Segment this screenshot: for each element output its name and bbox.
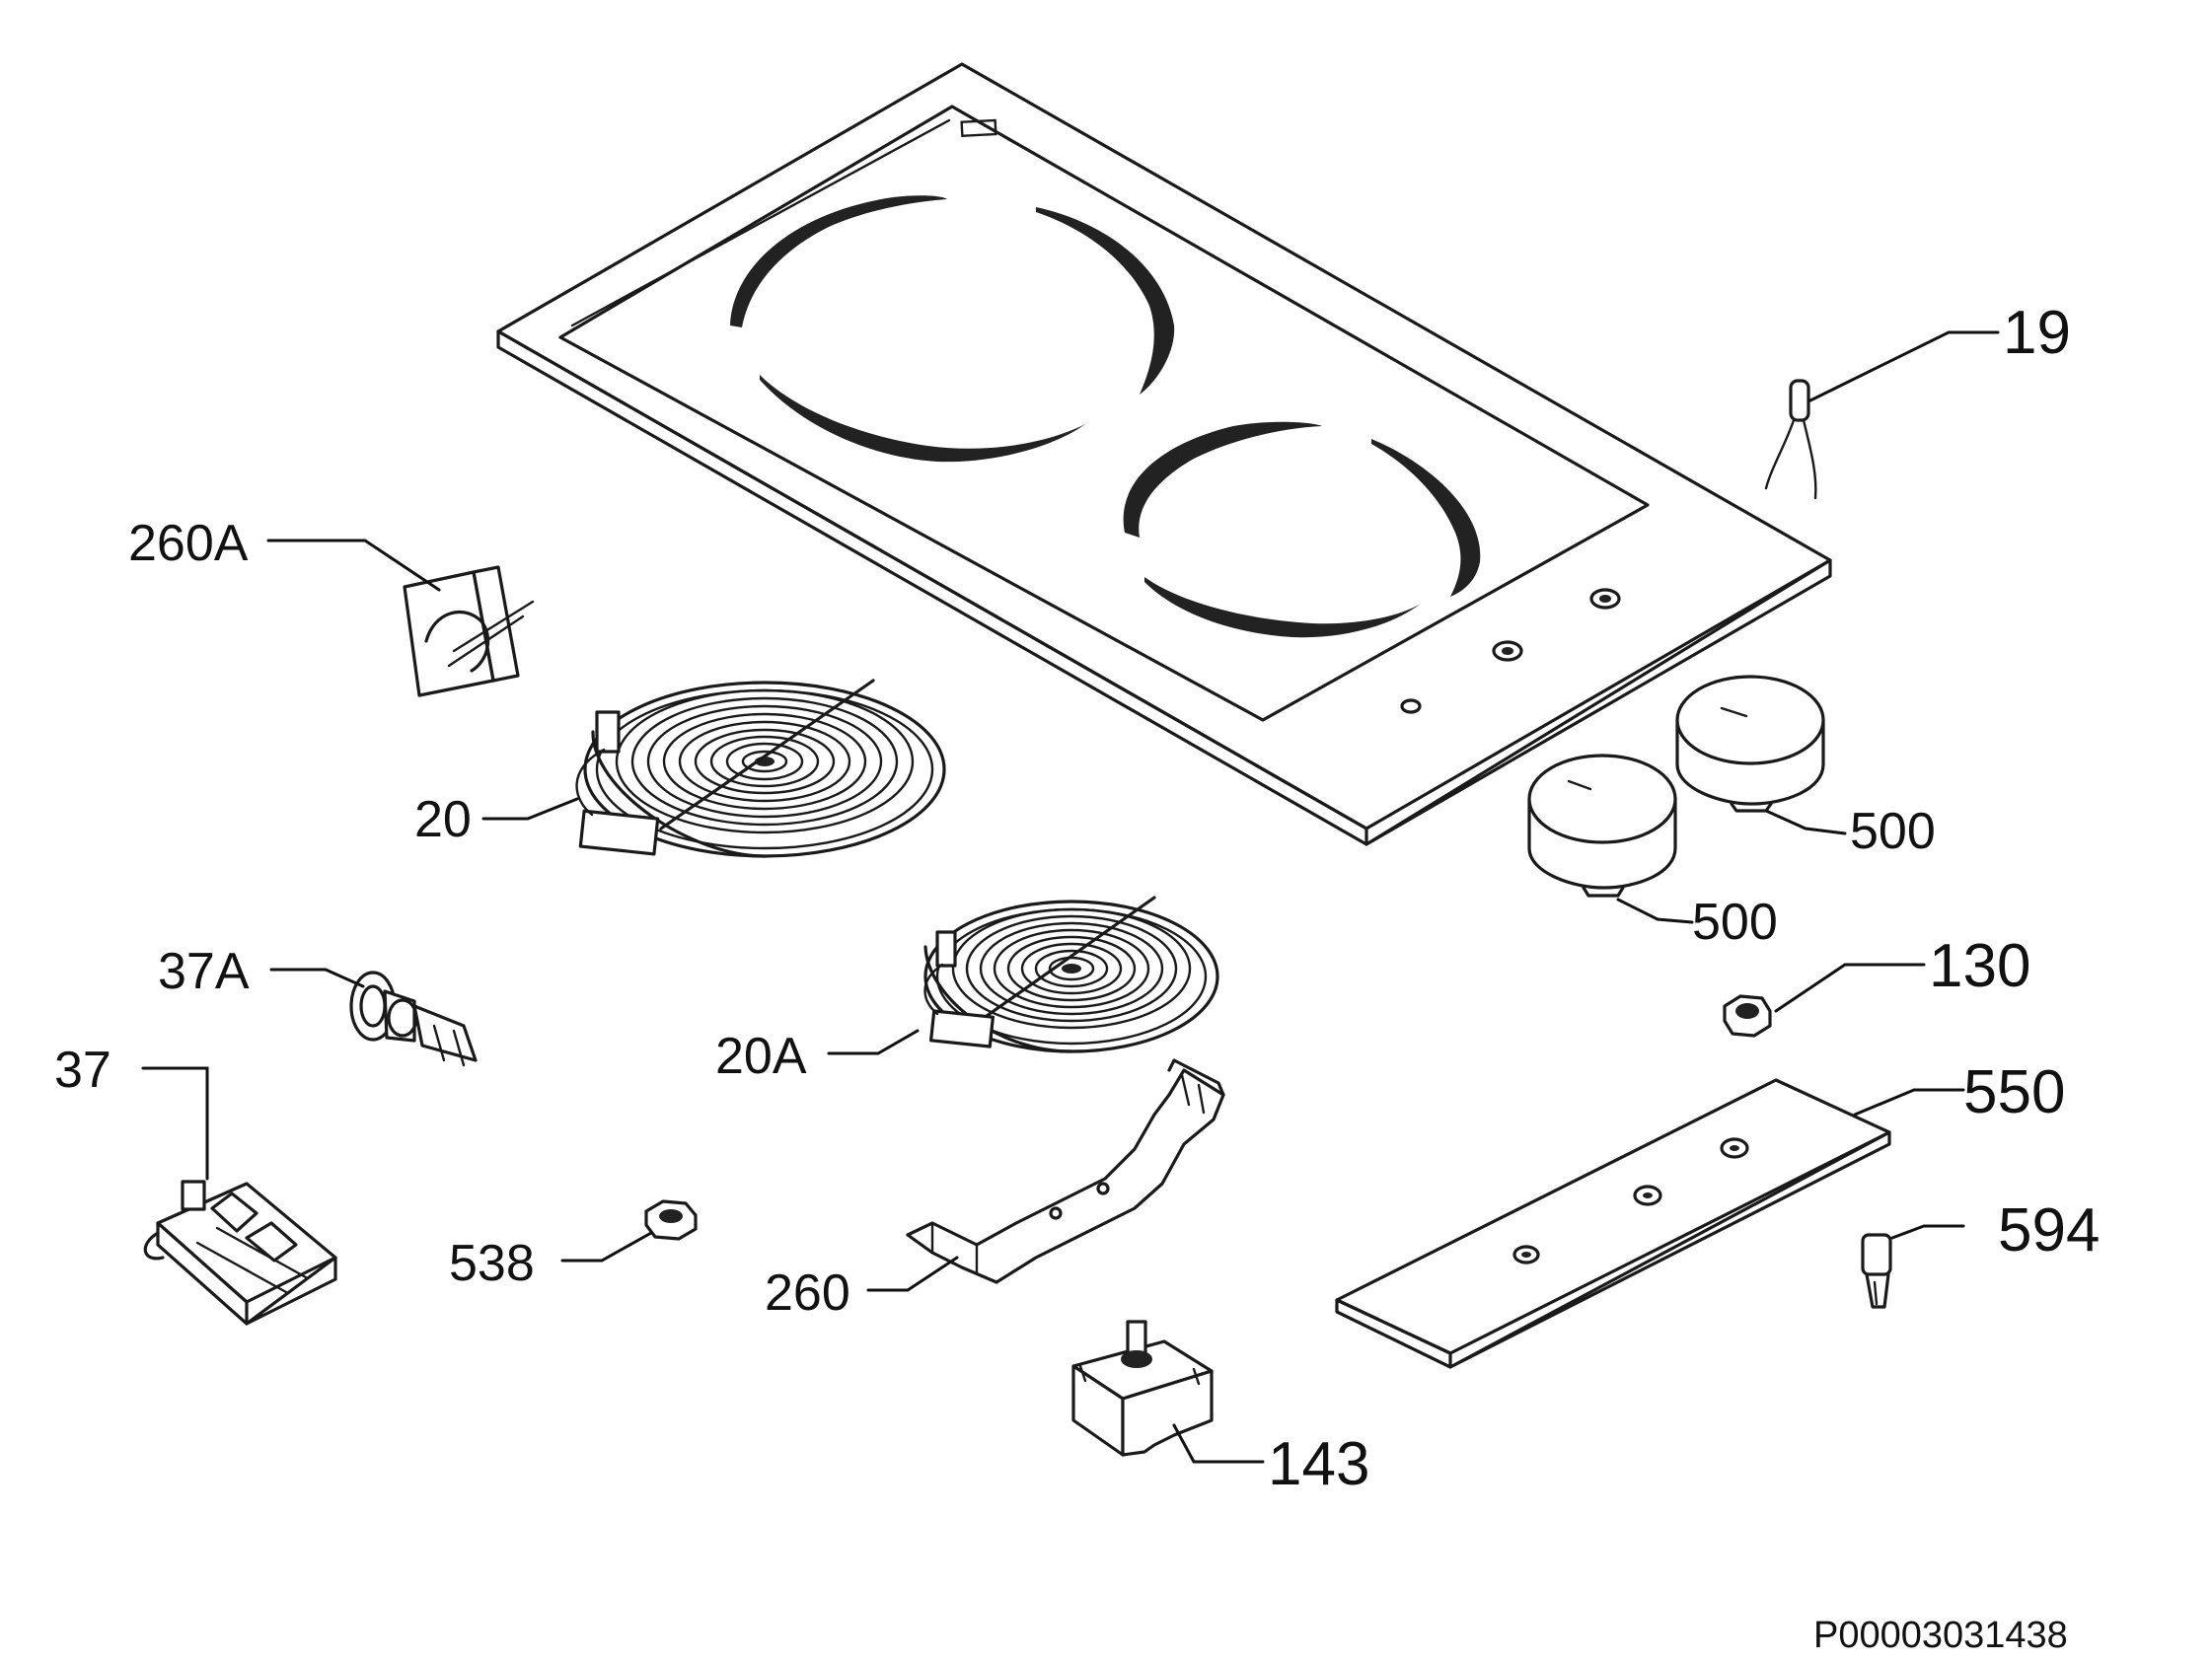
leader-260 bbox=[866, 1256, 959, 1292]
hob-glass-top bbox=[496, 62, 1832, 846]
label-500-front: 500 bbox=[1692, 894, 1778, 951]
leader-594 bbox=[1890, 1224, 1965, 1240]
label-594: 594 bbox=[1998, 1196, 2100, 1264]
cooking-zone-marking-front bbox=[1123, 421, 1481, 638]
energy-regulator-143 bbox=[1071, 1320, 1214, 1457]
control-knob-500-rear bbox=[1675, 675, 1825, 813]
terminal-block-37 bbox=[143, 1180, 337, 1326]
knob-hole-2 bbox=[1492, 640, 1523, 662]
leader-37a bbox=[269, 968, 365, 988]
label-260a: 260A bbox=[128, 515, 249, 572]
leader-500-front bbox=[1616, 898, 1694, 924]
lamp-594 bbox=[1861, 1233, 1892, 1309]
leader-20 bbox=[481, 797, 579, 821]
label-19: 19 bbox=[2003, 299, 2071, 367]
label-550: 550 bbox=[1963, 1058, 2065, 1126]
label-130: 130 bbox=[1929, 932, 2030, 1000]
label-20: 20 bbox=[414, 791, 472, 848]
leader-500-rear bbox=[1764, 809, 1847, 835]
indicator-hole bbox=[1400, 698, 1422, 714]
leader-19 bbox=[1808, 330, 2000, 402]
heating-element-20 bbox=[575, 679, 946, 858]
control-knob-500-front bbox=[1527, 754, 1677, 898]
nut-130 bbox=[1723, 994, 1772, 1038]
bracket-260a bbox=[403, 565, 535, 697]
label-37a: 37A bbox=[158, 943, 250, 1000]
nut-538 bbox=[644, 1199, 698, 1241]
label-500-rear: 500 bbox=[1850, 803, 1936, 860]
bracket-260 bbox=[906, 1058, 1225, 1284]
label-143: 143 bbox=[1268, 1430, 1369, 1498]
label-37: 37 bbox=[54, 1042, 111, 1099]
connector-37a bbox=[349, 971, 478, 1067]
leader-538 bbox=[560, 1231, 653, 1263]
leader-550 bbox=[1853, 1088, 1965, 1117]
heating-element-20a bbox=[923, 896, 1219, 1053]
leader-260a bbox=[266, 539, 441, 592]
leader-37 bbox=[141, 1066, 209, 1181]
warning-lamp-19 bbox=[1764, 379, 1817, 500]
leader-130 bbox=[1774, 963, 1926, 1013]
leader-20a bbox=[827, 1029, 920, 1055]
cooking-zone-marking-rear bbox=[730, 195, 1175, 463]
control-panel-550 bbox=[1335, 1078, 1891, 1369]
label-260: 260 bbox=[765, 1264, 850, 1322]
leader-143 bbox=[1172, 1423, 1265, 1464]
knob-hole-1 bbox=[1589, 588, 1621, 610]
label-538: 538 bbox=[449, 1235, 535, 1292]
diagram-code: P00003031438 bbox=[1813, 1615, 2068, 1656]
label-20a: 20A bbox=[715, 1028, 807, 1085]
